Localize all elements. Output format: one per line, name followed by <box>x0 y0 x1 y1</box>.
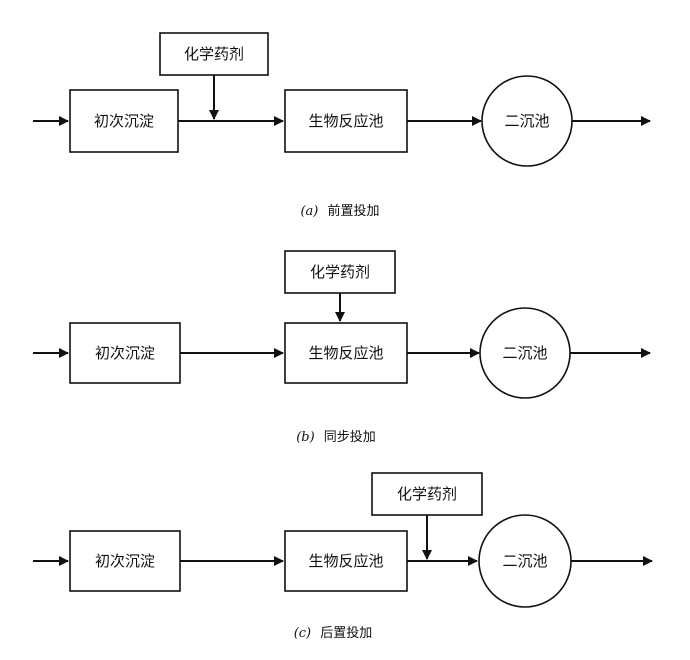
secondary-clarifier-label-a: 二沉池 <box>504 112 549 130</box>
bio-reactor-label-c: 生物反应池 <box>308 552 383 570</box>
panel-b: 初次沉淀 化学药剂 生物反应池 二沉池 (b) 同步投加 <box>33 250 651 445</box>
secondary-clarifier-label-b: 二沉池 <box>502 344 547 362</box>
chemical-label-b: 化学药剂 <box>310 263 370 281</box>
caption-a: (a) 前置投加 <box>300 203 379 219</box>
primary-clarifier-box-b <box>69 322 181 384</box>
secondary-clarifier-label-c: 二沉池 <box>502 552 547 570</box>
chemical-label-c: 化学药剂 <box>397 485 457 503</box>
panel-a: 初次沉淀 化学药剂 生物反应池 二沉池 (a) 前置投加 <box>33 32 651 219</box>
primary-clarifier-label-a: 初次沉淀 <box>94 112 154 130</box>
bio-reactor-box-c <box>284 530 408 592</box>
bio-reactor-box-a <box>284 89 408 153</box>
caption-b-text: 同步投加 <box>324 429 376 445</box>
bio-reactor-label-a: 生物反应池 <box>308 112 383 130</box>
caption-b: (b) 同步投加 <box>296 429 376 445</box>
chemical-box-c <box>371 472 483 516</box>
primary-clarifier-label-b: 初次沉淀 <box>95 344 155 362</box>
caption-a-letter: (a) <box>300 204 318 219</box>
bio-reactor-label-b: 生物反应池 <box>308 344 383 362</box>
primary-clarifier-label-c: 初次沉淀 <box>95 552 155 570</box>
caption-c-text: 后置投加 <box>320 625 372 641</box>
primary-clarifier-box-c <box>69 530 181 592</box>
caption-a-text: 前置投加 <box>328 203 380 219</box>
caption-c: (c) 后置投加 <box>294 625 373 641</box>
caption-b-letter: (b) <box>296 430 314 445</box>
chemical-label-a: 化学药剂 <box>184 45 244 63</box>
panel-c: 初次沉淀 生物反应池 化学药剂 二沉池 (c) 后置投加 <box>33 472 653 641</box>
chemical-box-b <box>284 250 396 294</box>
chemical-box-a <box>159 32 269 76</box>
caption-c-letter: (c) <box>294 626 311 641</box>
bio-reactor-box-b <box>284 322 408 384</box>
